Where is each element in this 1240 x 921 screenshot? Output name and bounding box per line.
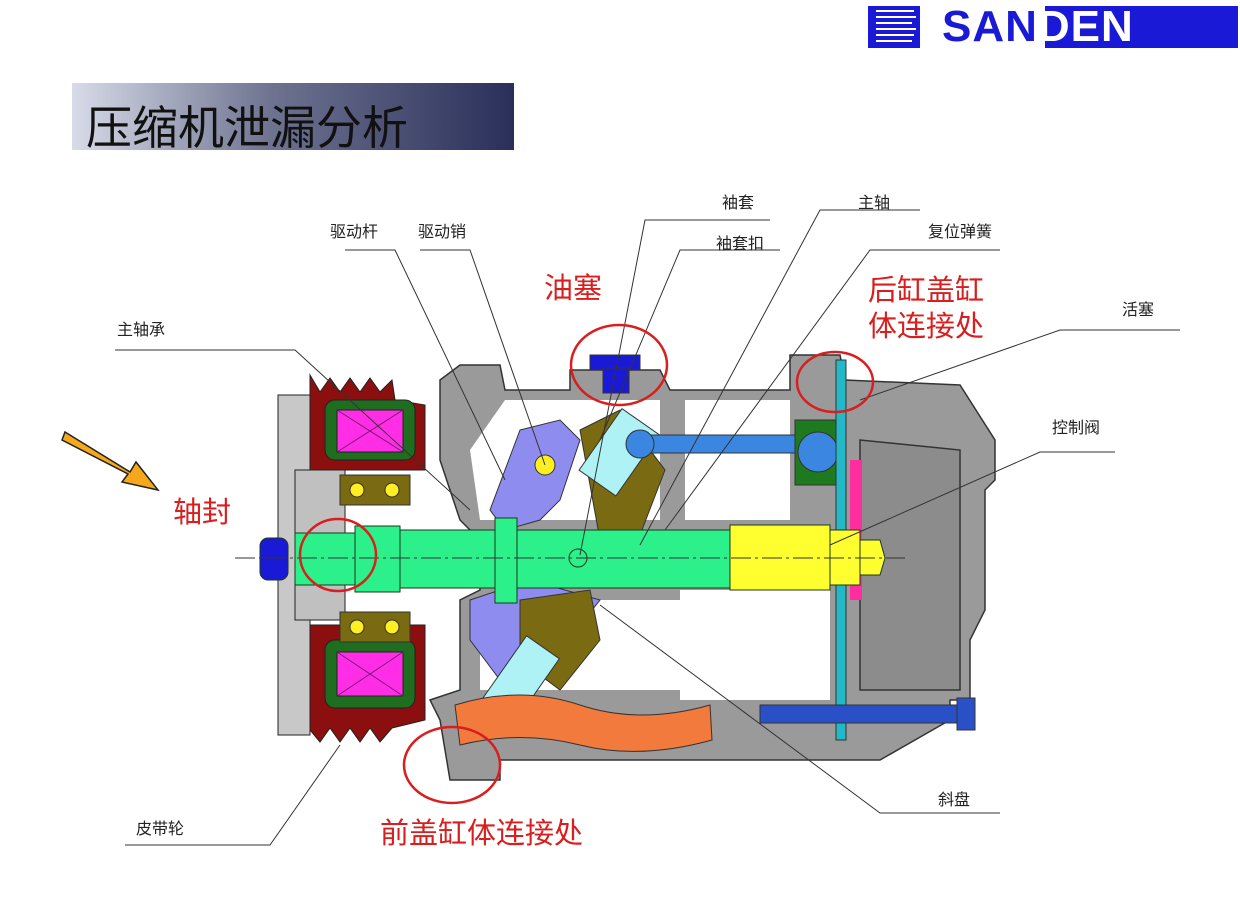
label-shaft-seal: 轴封 (173, 495, 232, 529)
logo-stripes-icon (868, 6, 920, 48)
arrow-icon (61, 430, 160, 492)
label-sleeve: 袖套 (722, 193, 755, 212)
label-main-bearing: 主轴承 (117, 320, 166, 339)
label-front-cover: 前盖缸体连接处 (380, 816, 584, 850)
logo-text: SANDEN (942, 2, 1134, 51)
label-rear-cover-2: 体连接处 (868, 309, 985, 343)
label-drive-rod: 驱动杆 (330, 222, 379, 241)
bolt-head (956, 697, 976, 731)
sanden-logo: SANDEN (866, 2, 1238, 51)
shaft-seal-marker (298, 517, 378, 593)
label-main-shaft: 主轴 (858, 193, 891, 212)
label-swash-plate: 斜盘 (938, 790, 971, 809)
label-oil-plug: 油塞 (544, 271, 603, 305)
swash-plate (469, 408, 666, 725)
bolt (759, 704, 961, 724)
rear-cover-marker (795, 350, 875, 414)
label-sleeve-clip: 袖套扣 (716, 234, 765, 253)
main-bearing (339, 474, 411, 643)
page-title: 压缩机泄漏分析 (86, 101, 408, 155)
front-cover-marker (402, 725, 502, 805)
leader-lines (115, 209, 1180, 846)
piston-assembly (625, 419, 841, 486)
oil-plug-marker (569, 323, 669, 407)
label-control-valve: 控制阀 (1052, 418, 1101, 437)
leak-markers (298, 323, 875, 805)
label-pulley: 皮带轮 (136, 819, 185, 838)
suction-channel (454, 694, 713, 752)
logo-box (1045, 6, 1238, 48)
label-drive-pin: 驱动销 (418, 222, 467, 241)
label-rear-cover-1: 后缸盖缸 (868, 273, 985, 307)
label-piston: 活塞 (1122, 300, 1155, 319)
title-bar (72, 83, 514, 150)
label-return-spring: 复位弹簧 (928, 222, 993, 241)
